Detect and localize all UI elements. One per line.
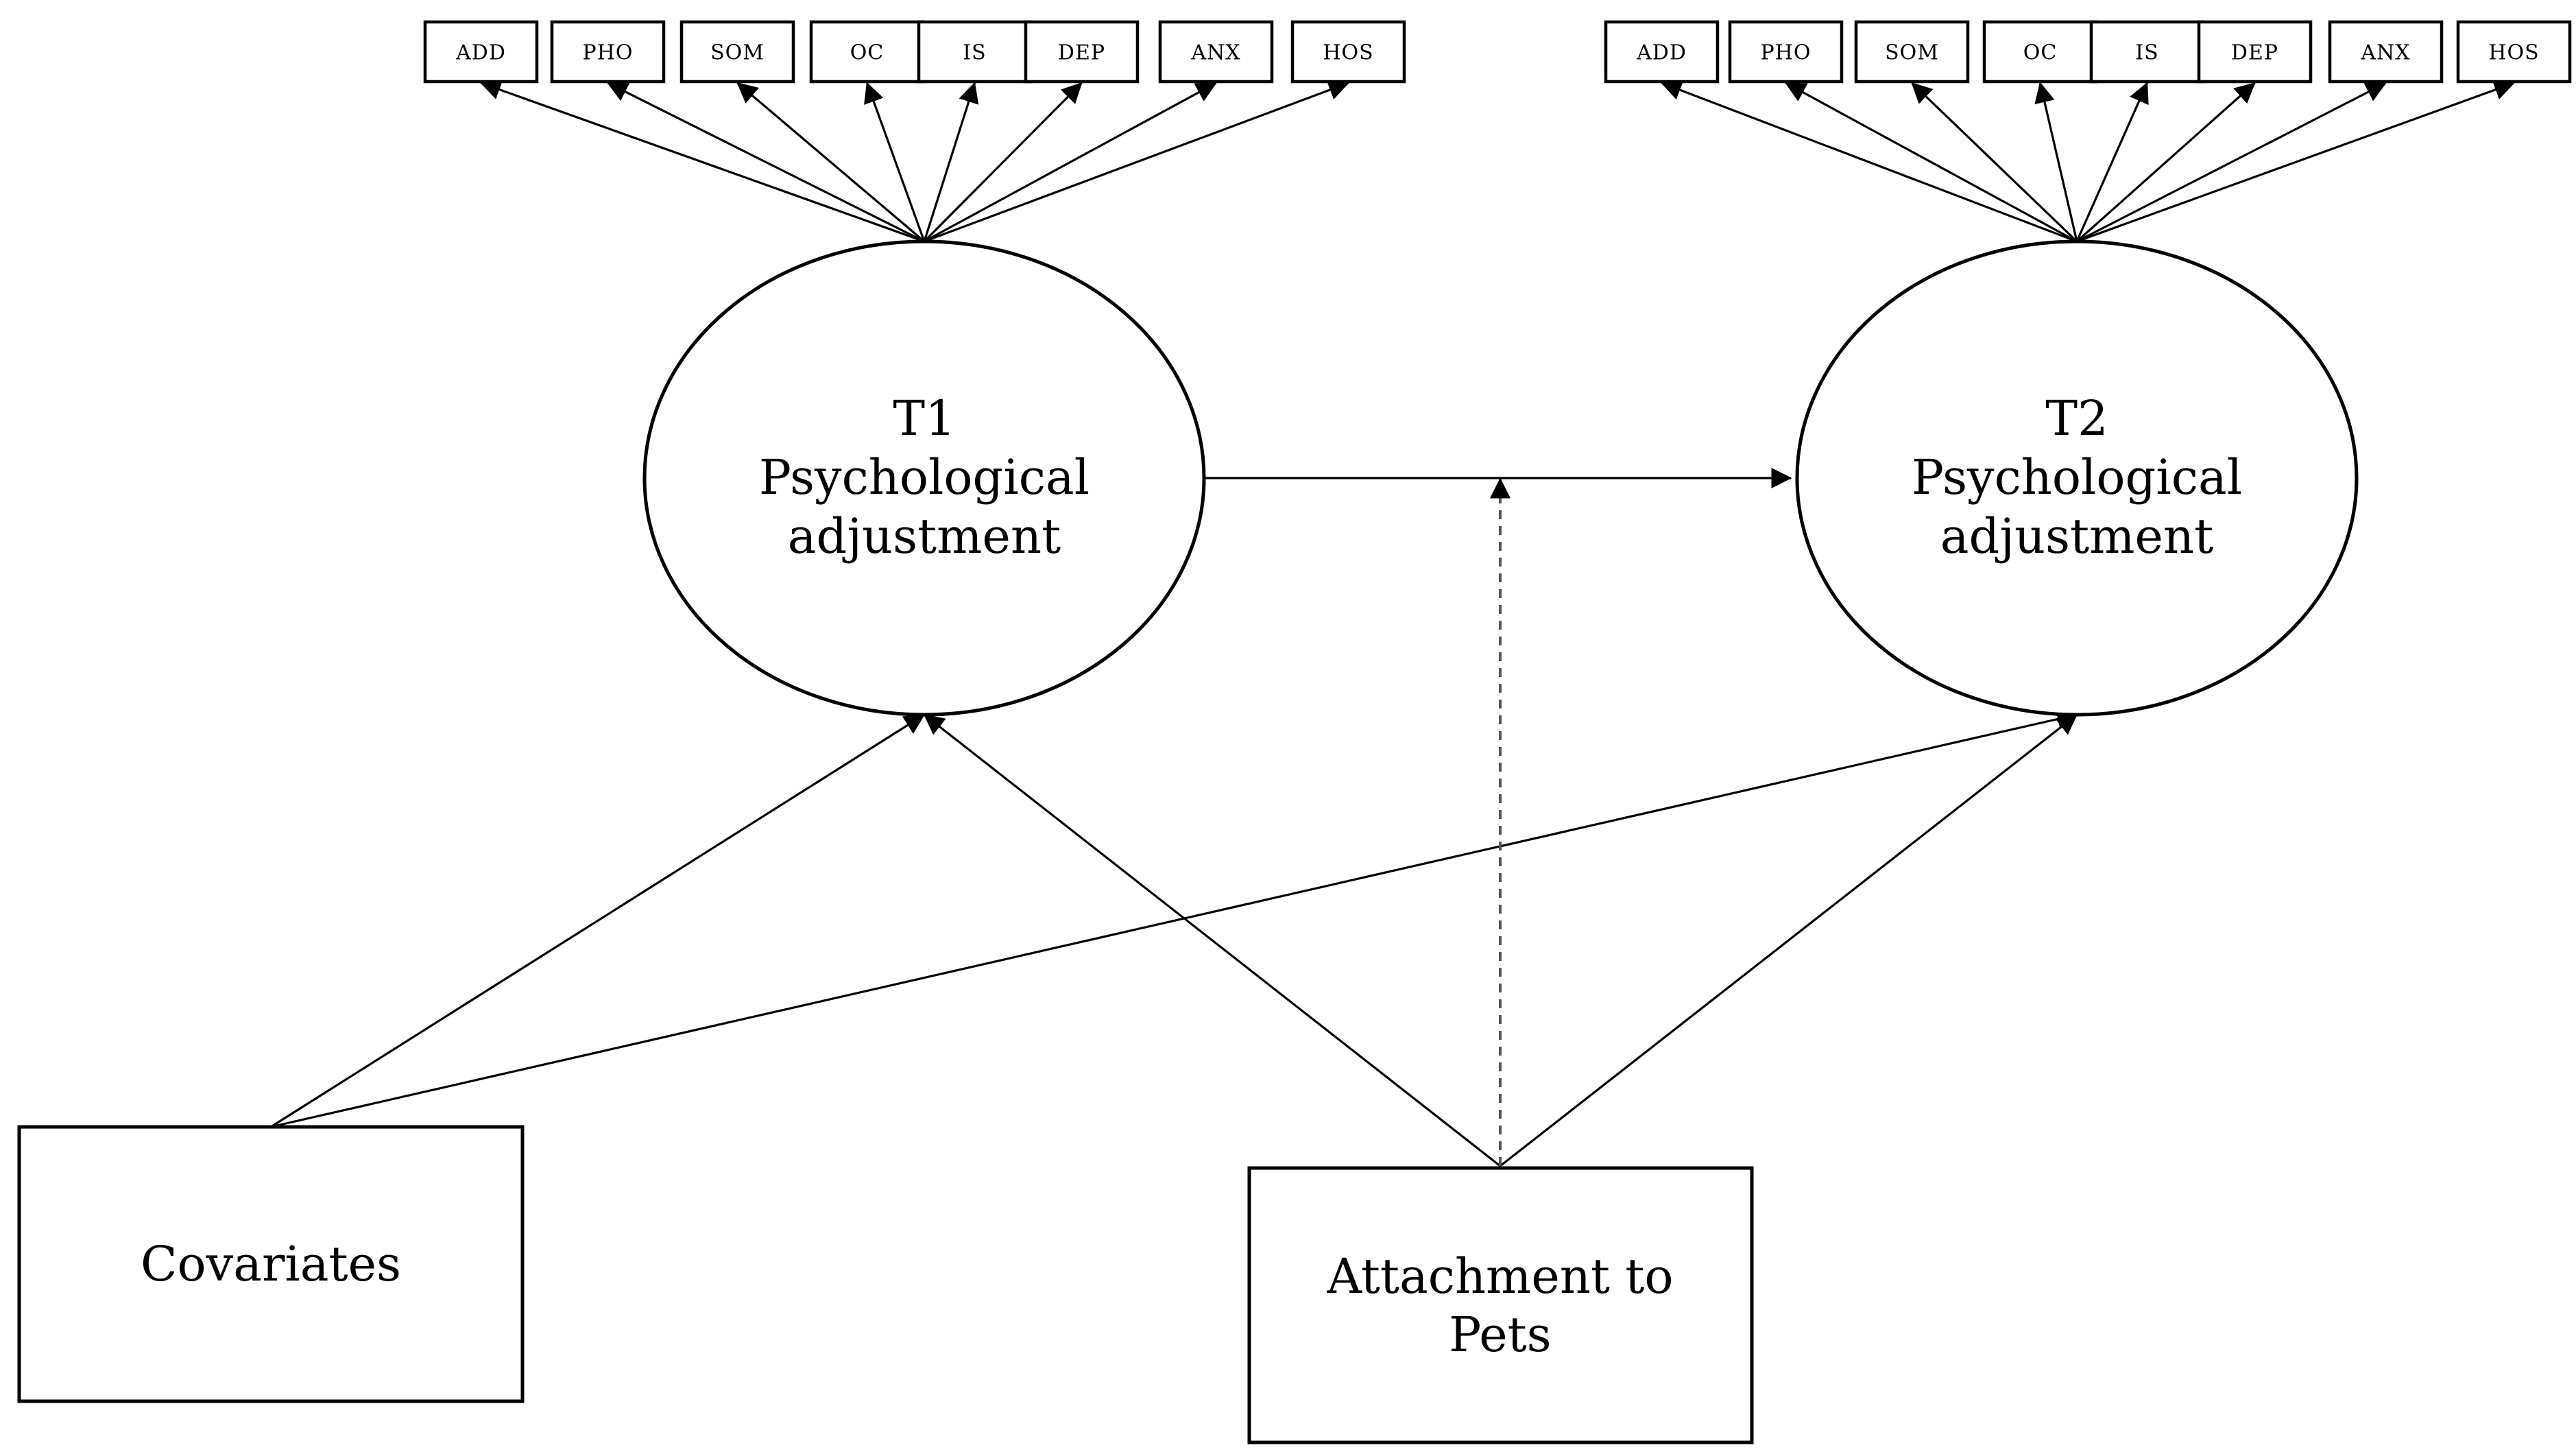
t2-indicator-anx: ANX bbox=[2328, 20, 2444, 84]
t1-loading-dep bbox=[923, 82, 1083, 243]
t2-loading-hos bbox=[2076, 80, 2515, 243]
t2-indicator-hos: HOS bbox=[2456, 20, 2572, 84]
t2-loading-dep bbox=[2075, 82, 2256, 243]
t1-indicator-label: SOM bbox=[710, 41, 765, 65]
latent-t2-line-2: Psychological bbox=[1912, 449, 2242, 505]
t1-indicator-pho: PHO bbox=[550, 20, 666, 84]
t2-indicator-is: IS bbox=[2089, 20, 2205, 84]
t2-loading-arrows bbox=[1661, 80, 2515, 243]
t1-indicator-hos: HOS bbox=[1290, 20, 1406, 84]
t1-loading-anx bbox=[924, 82, 1217, 243]
attachment-line-2: Pets bbox=[1449, 1307, 1551, 1363]
attachment-box: Attachment to Pets bbox=[1247, 1166, 1754, 1444]
latent-t2: T2 Psychological adjustment bbox=[1795, 239, 2359, 717]
t1-indicator-anx: ANX bbox=[1158, 20, 1274, 84]
latent-t1: T1 Psychological adjustment bbox=[642, 239, 1206, 717]
latent-t1-line-2: Psychological bbox=[759, 449, 1090, 505]
path-attachment-to-t1 bbox=[923, 713, 1501, 1167]
t1-loading-pho bbox=[607, 82, 925, 243]
t1-indicator-som: SOM bbox=[679, 20, 795, 84]
t1-loading-arrows bbox=[480, 80, 1349, 243]
t2-indicator-label: HOS bbox=[2488, 41, 2539, 65]
t1-loading-hos bbox=[924, 80, 1349, 243]
latent-t2-line-3: adjustment bbox=[1940, 508, 2213, 564]
t2-indicator-oc: OC bbox=[1982, 20, 2098, 84]
t1-loading-add bbox=[480, 80, 925, 243]
latent-t1-line-3: adjustment bbox=[788, 508, 1061, 564]
latent-t2-line-1: T2 bbox=[2045, 390, 2108, 447]
t2-loading-oc bbox=[2034, 82, 2078, 242]
t1-indicator-label: OC bbox=[850, 41, 884, 65]
t1-indicator-label: IS bbox=[963, 41, 986, 65]
t1-indicator-add: ADD bbox=[423, 20, 539, 84]
t1-loading-som bbox=[736, 82, 926, 243]
t2-indicator-label: OC bbox=[2023, 41, 2058, 65]
t2-indicator-row: ADD PHO SOM OC IS DEP ANX HOS bbox=[1604, 20, 2572, 84]
latent-t1-line-1: T1 bbox=[893, 390, 955, 447]
t1-indicator-row: ADD PHO SOM OC IS DEP ANX HOS bbox=[423, 20, 1406, 84]
t1-loading-is bbox=[923, 82, 979, 242]
t2-indicator-dep: DEP bbox=[2197, 20, 2313, 84]
t2-indicator-label: PHO bbox=[1761, 41, 1811, 65]
t2-indicator-label: DEP bbox=[2231, 41, 2278, 65]
t1-indicator-label: HOS bbox=[1323, 41, 1373, 65]
t2-indicator-pho: PHO bbox=[1728, 20, 1844, 84]
t1-indicator-label: ADD bbox=[455, 41, 506, 65]
t2-loading-is bbox=[2075, 82, 2149, 242]
t2-loading-anx bbox=[2076, 82, 2387, 243]
t1-indicator-label: ANX bbox=[1190, 41, 1240, 65]
t1-indicator-is: IS bbox=[917, 20, 1033, 84]
t2-indicator-label: ANX bbox=[2360, 41, 2410, 65]
covariates-label: Covariates bbox=[141, 1236, 401, 1292]
t2-loading-pho bbox=[1785, 82, 2078, 243]
path-covariates-to-t1 bbox=[270, 713, 926, 1128]
t2-indicator-add: ADD bbox=[1604, 20, 1720, 84]
t2-loading-add bbox=[1661, 80, 2078, 243]
t2-indicator-label: ADD bbox=[1636, 41, 1687, 65]
t1-indicator-label: DEP bbox=[1058, 41, 1105, 65]
covariates-box: Covariates bbox=[17, 1125, 525, 1403]
t2-loading-som bbox=[1911, 82, 2078, 243]
t1-loading-oc bbox=[864, 82, 926, 242]
attachment-line-1: Attachment to bbox=[1326, 1248, 1673, 1305]
path-attachment-to-t2 bbox=[1500, 713, 2078, 1167]
t2-indicator-label: IS bbox=[2135, 41, 2158, 65]
t1-indicator-label: PHO bbox=[583, 41, 634, 65]
t1-indicator-oc: OC bbox=[809, 20, 925, 84]
t1-indicator-dep: DEP bbox=[1024, 20, 1140, 84]
t2-indicator-som: SOM bbox=[1854, 20, 1970, 84]
path-covariates-to-t2 bbox=[270, 709, 2078, 1128]
t2-indicator-label: SOM bbox=[1885, 41, 1939, 65]
